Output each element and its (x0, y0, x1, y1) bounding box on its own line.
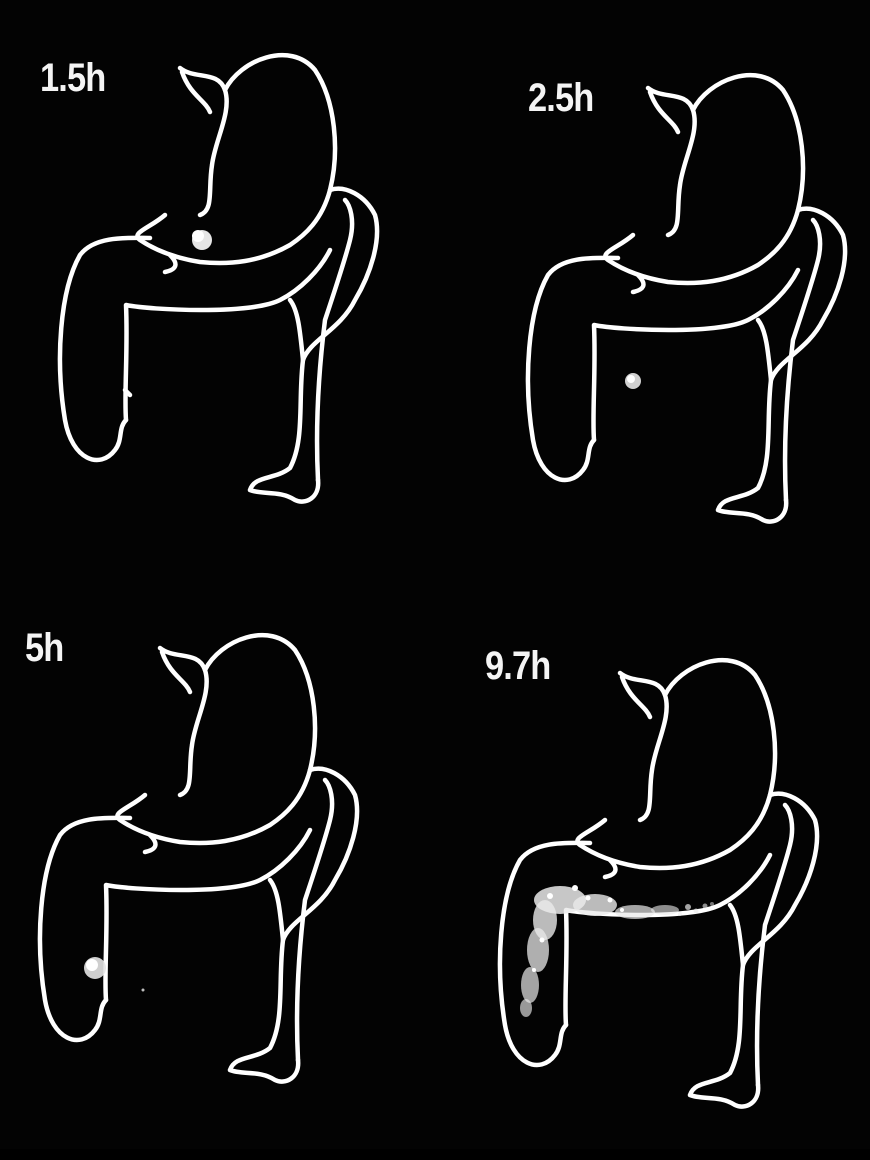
stomach-intestine-outline (0, 0, 420, 560)
panel-2: 2.5h (468, 0, 870, 560)
activity-spot (192, 230, 212, 250)
panel-3: 5h (0, 590, 420, 1150)
panel-1: 1.5h (0, 0, 420, 560)
activity-spot (625, 373, 641, 389)
stomach-intestine-outline (0, 590, 420, 1150)
panel-4: 9.7h (450, 600, 870, 1160)
stomach-intestine-outline (468, 0, 870, 560)
activity-spot (84, 957, 145, 992)
activity-distribution (520, 885, 714, 1017)
stomach-intestine-outline (450, 600, 870, 1160)
